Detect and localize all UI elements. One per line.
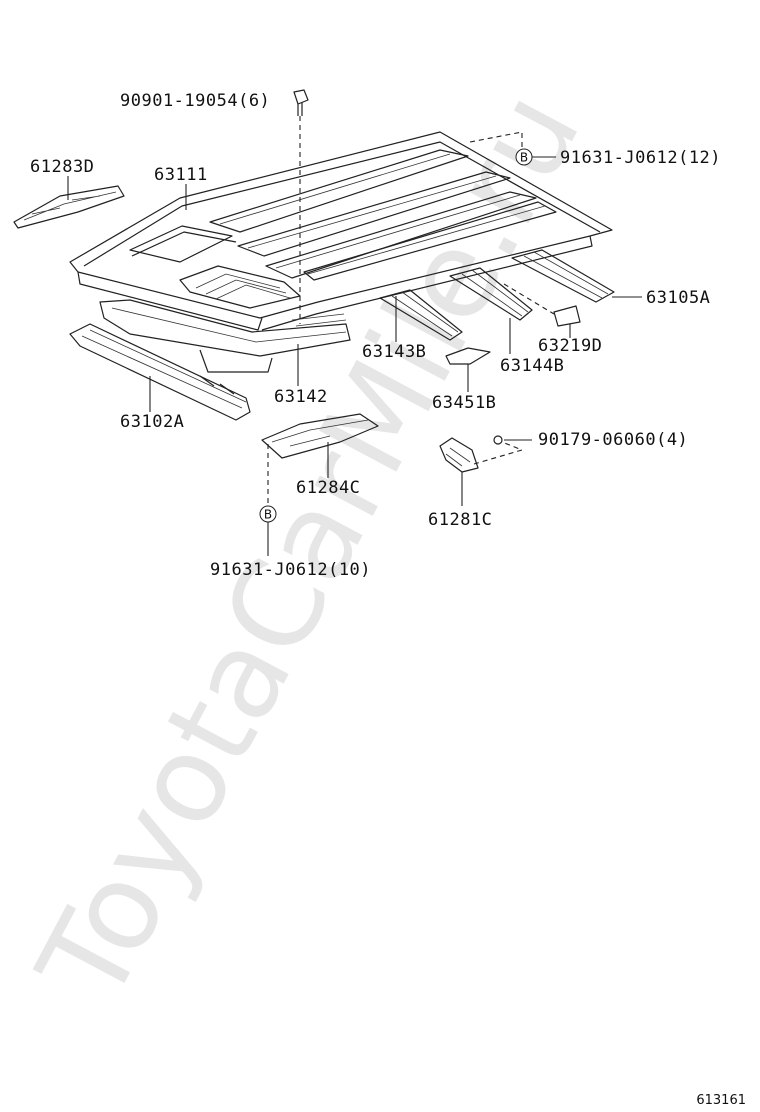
callout-roof-bow-2: 63144B bbox=[500, 356, 564, 376]
callout-panel-reinf-mid: 61284C bbox=[296, 478, 360, 498]
reinforcement-right-drawing bbox=[439, 437, 479, 473]
callout-front-rail: 63102A bbox=[120, 412, 184, 432]
callout-bolt: 90901-19054(6) bbox=[120, 91, 270, 111]
callout-clip-b-top: 91631-J0612(12) bbox=[560, 148, 721, 168]
callout-bracket: 63451B bbox=[432, 393, 496, 413]
callout-nut: 90179-06060(4) bbox=[538, 430, 688, 450]
nut-dash-line bbox=[473, 441, 524, 465]
callout-reinf-right: 61281C bbox=[428, 510, 492, 530]
nut-drawing bbox=[493, 435, 503, 445]
bracket-drawing bbox=[445, 347, 491, 365]
callout-roof-panel: 63111 bbox=[154, 165, 208, 185]
callout-pad: 63219D bbox=[538, 336, 602, 356]
callout-clip-bottom: 91631-J0612(10) bbox=[210, 560, 371, 580]
reinforcement-mid-drawing bbox=[261, 413, 379, 459]
callout-front-header: 63142 bbox=[274, 387, 328, 407]
pad-dash-line bbox=[503, 283, 555, 315]
clip-top-dash-line bbox=[469, 131, 523, 150]
callout-roof-bow-1: 63143B bbox=[362, 342, 426, 362]
bolt-drawing bbox=[293, 89, 309, 116]
clip-marker-bottom: B bbox=[259, 505, 277, 523]
front-header-drawing bbox=[99, 299, 351, 373]
front-rail-drawing bbox=[69, 323, 251, 421]
clip-marker-top: B bbox=[515, 148, 533, 166]
reference-number: 613161 bbox=[696, 1093, 746, 1108]
callout-panel-reinf-left: 61283D bbox=[30, 157, 94, 177]
roof-bow-1-drawing bbox=[379, 289, 463, 341]
roof-bow-2-drawing bbox=[449, 267, 533, 321]
reinforcement-left-drawing bbox=[13, 185, 125, 229]
callout-header-rear: 63105A bbox=[646, 288, 710, 308]
svg-text:B: B bbox=[520, 151, 528, 165]
svg-text:B: B bbox=[264, 508, 272, 522]
header-rear-drawing bbox=[511, 249, 615, 303]
roof-panel-drawing bbox=[69, 131, 613, 331]
pad-drawing bbox=[553, 305, 581, 327]
